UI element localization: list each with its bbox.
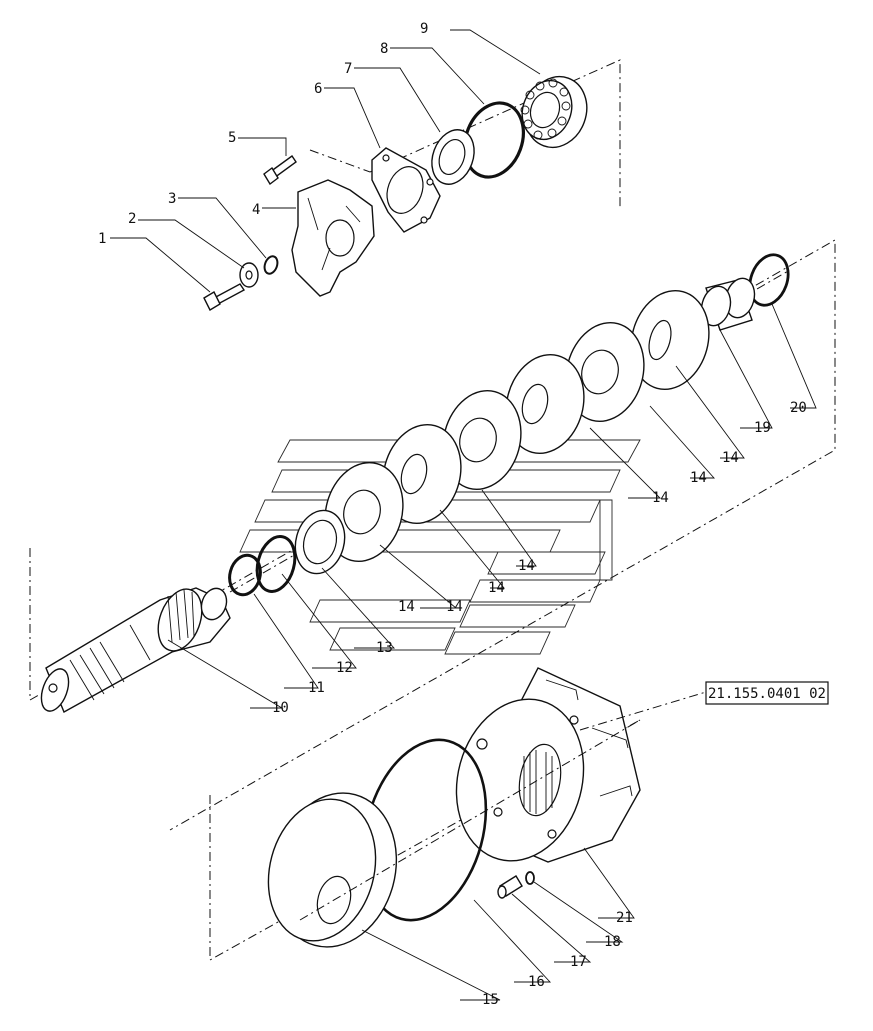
lower-group-outline	[209, 719, 641, 961]
callout-15[interactable]: 19	[754, 420, 771, 436]
callout-3[interactable]: 3	[168, 191, 176, 207]
callout-2[interactable]: 2	[128, 211, 136, 227]
snap-ring-part-8	[463, 101, 525, 179]
seal-part-7	[431, 129, 475, 185]
callout-14-b[interactable]: 14	[488, 580, 505, 596]
clutch-drum-part-21	[455, 667, 641, 863]
shaft-part-10	[40, 587, 231, 713]
callout-5[interactable]: 5	[228, 130, 236, 146]
callout-19[interactable]: 17	[570, 954, 587, 970]
group-outlines	[29, 59, 836, 961]
bearing-part-9	[520, 75, 588, 149]
callout-14-g[interactable]: 14	[398, 599, 415, 615]
lower-axis	[299, 719, 641, 921]
middle-group-outline	[29, 239, 836, 831]
callout-18[interactable]: 16	[528, 974, 545, 990]
callout-11[interactable]: 11	[308, 680, 325, 696]
bolt-part-5	[263, 155, 297, 186]
yoke-part-4	[291, 179, 375, 297]
bolt-part-1	[203, 283, 246, 311]
callout-4[interactable]: 4	[252, 202, 260, 218]
flange-cover-part-6	[371, 147, 441, 233]
callout-8[interactable]: 8	[380, 41, 388, 57]
bushing-part-15	[700, 277, 756, 331]
ring-part-16	[748, 253, 790, 307]
washer-part-13	[294, 509, 346, 575]
callout-14-a[interactable]: 14	[446, 599, 463, 615]
disc-2	[565, 322, 645, 422]
callout-16[interactable]: 20	[790, 400, 807, 416]
upper-assembly	[203, 75, 588, 311]
washer-part-2	[239, 262, 259, 288]
callout-13[interactable]: 13	[376, 640, 393, 656]
o-ring-part-20	[525, 871, 535, 885]
upper-group-outline	[309, 59, 621, 210]
callout-6[interactable]: 6	[314, 81, 322, 97]
callout-14-d[interactable]: 14	[652, 490, 669, 506]
callout-10[interactable]: 10	[272, 700, 289, 716]
leader-lines	[110, 29, 817, 1001]
callout-21[interactable]: 21	[616, 910, 633, 926]
callout-7[interactable]: 7	[344, 61, 352, 77]
callout-14-f[interactable]: 14	[722, 450, 739, 466]
disc-1	[630, 290, 710, 390]
reference-code-box[interactable]: 21.155.0401 02	[579, 681, 829, 731]
clutch-disc-stack	[324, 290, 710, 562]
callout-17[interactable]: 15	[482, 992, 499, 1008]
piston-part-17	[267, 792, 398, 948]
disc-3	[505, 354, 585, 454]
ring-part-3	[263, 255, 279, 275]
callout-1[interactable]: 1	[98, 231, 106, 247]
callout-labels: 1 2 3 4 5 6 7 8 9 10 11 12 13 14 14 14 1…	[98, 21, 807, 1008]
snap-ring-part-12	[255, 535, 297, 593]
lower-assembly	[267, 667, 641, 948]
snap-ring-part-11	[228, 553, 262, 597]
callout-9[interactable]: 9	[420, 21, 428, 37]
reference-code-text: 21.155.0401 02	[708, 686, 826, 702]
plug-part-19	[497, 875, 523, 899]
callout-14-c[interactable]: 14	[518, 558, 535, 574]
callout-14-e[interactable]: 14	[690, 470, 707, 486]
disc-4	[442, 390, 522, 490]
callout-12[interactable]: 12	[336, 660, 353, 676]
callout-20[interactable]: 18	[604, 934, 621, 950]
middle-assembly	[40, 253, 791, 713]
